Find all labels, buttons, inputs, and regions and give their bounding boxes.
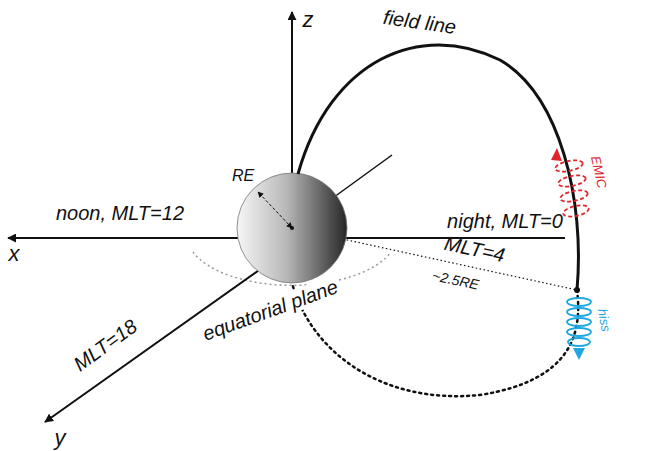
y-axis [45, 268, 262, 422]
direction-label: night, MLT=0 [447, 210, 563, 232]
wave-label: hiss [595, 307, 613, 332]
axis-label: y [55, 426, 66, 450]
axis-label: z [303, 8, 314, 32]
field-line-dotted [292, 283, 578, 396]
radius-label: RE [232, 167, 254, 185]
wave-label: EMIC [588, 155, 609, 190]
field-line [298, 45, 578, 290]
axis-label: x [9, 242, 20, 266]
hiss-arrowhead [573, 348, 585, 360]
emic-arrowhead [551, 148, 562, 161]
field-line-label: field line [382, 6, 458, 38]
mlt-label: MLT=18 [69, 315, 141, 375]
mlt-label: MLT=4 [443, 232, 508, 266]
earth-center [290, 226, 294, 230]
emic-wave [554, 158, 589, 218]
z-axis [291, 12, 293, 173]
radius-arrow [258, 192, 292, 228]
equator-crossing [574, 287, 580, 293]
distance-label: ~2.5RE [431, 269, 480, 294]
hiss-wave [567, 298, 591, 346]
direction-label: noon, MLT=12 [56, 202, 184, 224]
earth [237, 173, 347, 283]
plane-label: equatorial plane [197, 274, 344, 345]
guide-line [330, 155, 392, 200]
